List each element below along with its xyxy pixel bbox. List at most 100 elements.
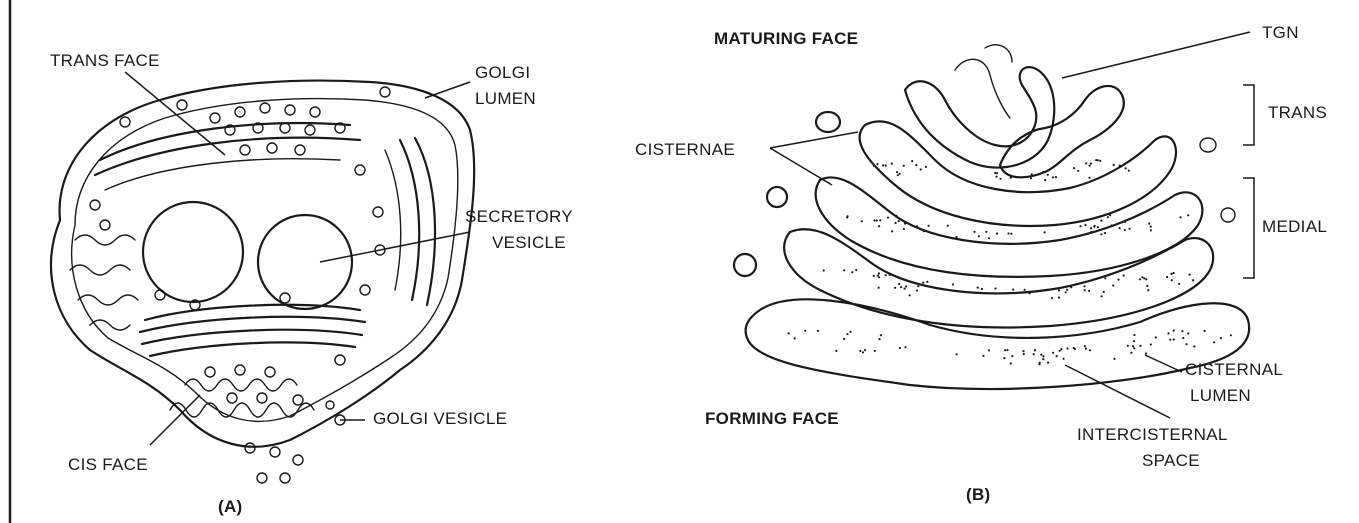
stipple-dot bbox=[1058, 289, 1060, 291]
caption-a: (A) bbox=[218, 497, 243, 516]
stipple-dot bbox=[952, 283, 954, 285]
small-vesicle bbox=[245, 443, 255, 453]
stipple-dot bbox=[897, 174, 899, 176]
stipple-dot bbox=[891, 230, 893, 232]
stipple-dot bbox=[1181, 330, 1183, 332]
stipple-dot bbox=[917, 285, 919, 287]
small-vesicle bbox=[205, 367, 215, 377]
stipple-dot bbox=[873, 275, 875, 277]
small-vesicle bbox=[305, 125, 315, 135]
stipple-dot bbox=[904, 346, 906, 348]
stipple-dot bbox=[1112, 284, 1114, 286]
stipple-dot bbox=[855, 269, 857, 271]
stipple-dot bbox=[1077, 170, 1079, 172]
panel-a-membrane bbox=[78, 295, 138, 305]
leader-golgi-lumen bbox=[425, 82, 470, 98]
stipple-dot bbox=[878, 338, 880, 340]
stipple-dot bbox=[876, 219, 878, 221]
panel-a-cisterna bbox=[105, 159, 340, 190]
stipple-dot bbox=[928, 225, 930, 227]
stipple-dot bbox=[1146, 285, 1148, 287]
stipple-dot bbox=[1148, 222, 1150, 224]
stipple-dot bbox=[925, 166, 927, 168]
stipple-dot bbox=[1044, 179, 1046, 181]
caption-b: (B) bbox=[966, 485, 991, 504]
stipple-dot bbox=[882, 164, 884, 166]
stipple-dot bbox=[1100, 220, 1102, 222]
panel-a-cisterna bbox=[385, 150, 401, 290]
stipple-dot bbox=[1133, 347, 1135, 349]
label-forming-face: FORMING FACE bbox=[705, 409, 839, 428]
stipple-dot bbox=[1085, 162, 1087, 164]
stipple-dot bbox=[1090, 162, 1092, 164]
stipple-dot bbox=[878, 225, 880, 227]
stipple-dot bbox=[1107, 216, 1109, 218]
small-vesicle bbox=[380, 87, 390, 97]
stipple-dot bbox=[794, 337, 796, 339]
stipple-dot bbox=[1170, 273, 1172, 275]
stipple-dot bbox=[1155, 336, 1157, 338]
panel-a-cisterna bbox=[95, 138, 360, 175]
small-vesicle bbox=[235, 365, 245, 375]
stipple-dot bbox=[1133, 340, 1135, 342]
stipple-dot bbox=[851, 271, 853, 273]
stipple-dot bbox=[1189, 274, 1191, 276]
stipple-dot bbox=[899, 347, 901, 349]
stipple-dot bbox=[904, 288, 906, 290]
stipple-dot bbox=[861, 220, 863, 222]
panel-a-membrane bbox=[70, 265, 130, 275]
small-vesicle bbox=[360, 285, 370, 295]
small-vesicle bbox=[90, 200, 100, 210]
stipple-dot bbox=[1127, 345, 1129, 347]
stipple-dot bbox=[977, 287, 979, 289]
small-vesicle bbox=[355, 165, 365, 175]
stipple-dot bbox=[1034, 349, 1036, 351]
stipple-dot bbox=[878, 272, 880, 274]
stipple-dot bbox=[1117, 279, 1119, 281]
stipple-dot bbox=[1056, 355, 1058, 357]
leader-cisternae-1 bbox=[770, 132, 858, 148]
stipple-dot bbox=[1024, 289, 1026, 291]
stipple-dot bbox=[894, 287, 896, 289]
stipple-dot bbox=[1011, 355, 1013, 357]
stipple-dot bbox=[956, 353, 958, 355]
stipple-dot bbox=[920, 168, 922, 170]
panel-b-stipple bbox=[788, 159, 1232, 365]
stipple-dot bbox=[1193, 345, 1195, 347]
stipple-dot bbox=[1178, 283, 1180, 285]
stipple-dot bbox=[1055, 176, 1057, 178]
stipple-dot bbox=[1187, 214, 1189, 216]
label-tgn: TGN bbox=[1262, 23, 1299, 42]
stipple-dot bbox=[1119, 227, 1121, 229]
stipple-dot bbox=[1003, 357, 1005, 359]
panel-a-membrane bbox=[75, 235, 135, 245]
stipple-dot bbox=[835, 350, 837, 352]
label-trans: TRANS bbox=[1268, 103, 1327, 122]
stipple-dot bbox=[1007, 232, 1009, 234]
stipple-dot bbox=[898, 220, 900, 222]
small-vesicle bbox=[280, 123, 290, 133]
label-golgi: GOLGI bbox=[475, 63, 530, 82]
stipple-dot bbox=[1133, 334, 1135, 336]
stipple-dot bbox=[1022, 350, 1024, 352]
stipple-dot bbox=[876, 163, 878, 165]
small-vesicle bbox=[280, 473, 290, 483]
stipple-dot bbox=[1006, 349, 1008, 351]
stipple-dot bbox=[981, 288, 983, 290]
stipple-dot bbox=[899, 173, 901, 175]
label-cisternal: CISTERNAL bbox=[1185, 360, 1283, 379]
stipple-dot bbox=[905, 285, 907, 287]
stipple-dot bbox=[1128, 170, 1130, 172]
leader-cisternae-2 bbox=[770, 148, 832, 185]
panel-a-cisterna bbox=[142, 330, 362, 344]
stipple-dot bbox=[1113, 358, 1115, 360]
stipple-dot bbox=[1010, 362, 1012, 364]
stipple-dot bbox=[1150, 229, 1152, 231]
stipple-dot bbox=[1220, 337, 1222, 339]
stipple-dot bbox=[903, 165, 905, 167]
label-lumen: LUMEN bbox=[475, 89, 536, 108]
leader-trans-face bbox=[125, 72, 225, 155]
stipple-dot bbox=[887, 217, 889, 219]
